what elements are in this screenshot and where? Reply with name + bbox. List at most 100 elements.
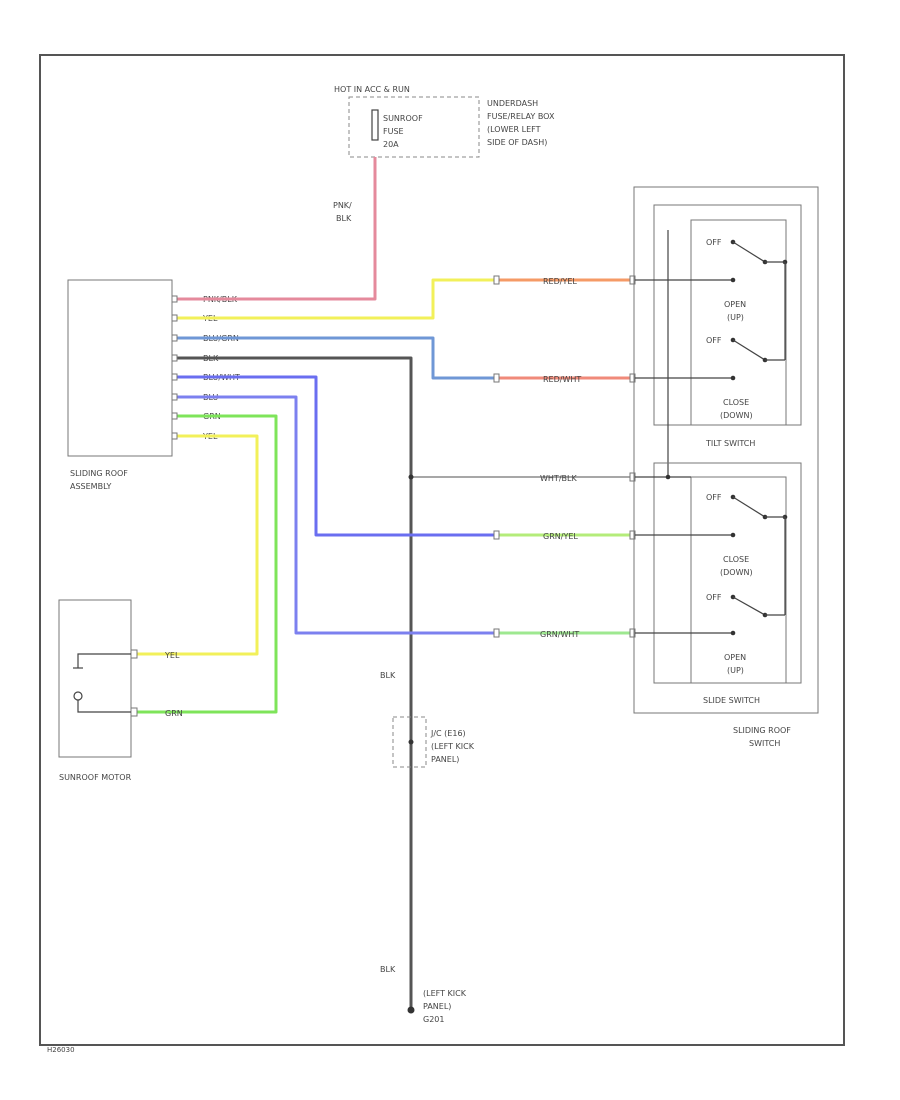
figure-id: H26030 xyxy=(47,1046,75,1054)
slide-contact xyxy=(730,532,736,538)
wire-label-wht-blk: WHT/BLK xyxy=(540,474,577,483)
wire-grn xyxy=(137,414,278,714)
slide-close-2: (DOWN) xyxy=(720,568,753,577)
connector-pin xyxy=(171,334,178,342)
wire-blk xyxy=(176,356,413,1010)
fuse-location-3: (LOWER LEFT xyxy=(487,125,541,134)
wire-pnk-blk xyxy=(176,157,377,301)
motor-box xyxy=(58,599,132,758)
wire-label-blk-lower: BLK xyxy=(380,965,396,974)
sliding-roof-assembly: SLIDING ROOF ASSEMBLY PNK/BLK YEL BLU/GR… xyxy=(67,279,240,491)
wires xyxy=(137,157,630,1010)
tilt-switch-name: TILT SWITCH xyxy=(705,439,755,448)
tilt-switch-inner xyxy=(690,219,787,426)
wire-blu xyxy=(176,395,495,635)
wire-label-grn-yel: GRN/YEL xyxy=(543,532,578,541)
fuse-wire-label-2: BLK xyxy=(336,214,352,223)
inline-connectors xyxy=(493,275,636,638)
assembly-box xyxy=(67,279,173,457)
motor-connector xyxy=(130,649,138,659)
wire-label-red-yel: RED/YEL xyxy=(543,277,577,286)
tilt-contact xyxy=(730,277,736,283)
tilt-off-1: OFF xyxy=(706,238,722,247)
wire-yel-upper xyxy=(176,278,495,320)
tilt-close-1: CLOSE xyxy=(723,398,749,407)
wire-label-blk-upper: BLK xyxy=(380,671,396,680)
fuse-label-3: 20A xyxy=(383,140,399,149)
fuse-label-2: FUSE xyxy=(383,127,404,136)
sliding-roof-switch: SLIDING ROOF SWITCH TILT SWITCH OFF OPEN… xyxy=(633,186,819,748)
connector-pin xyxy=(171,295,178,303)
assembly-connectors xyxy=(171,295,178,440)
tilt-close-2: (DOWN) xyxy=(720,411,753,420)
wire-label-grn-wht: GRN/WHT xyxy=(540,630,579,639)
slide-splice xyxy=(665,474,671,480)
motor-symbol xyxy=(73,691,83,701)
wire-blu-grn xyxy=(176,336,495,380)
roof-switch-outer xyxy=(633,186,819,714)
junction-label-1: J/C (E16) xyxy=(430,729,466,738)
inline-connector xyxy=(493,628,500,638)
tilt-off-2: OFF xyxy=(706,336,722,345)
ground-label-1: (LEFT KICK xyxy=(423,989,467,998)
junction-outline xyxy=(392,716,427,768)
fuse-label-1: SUNROOF xyxy=(383,114,423,123)
tilt-open-1: OPEN xyxy=(724,300,746,309)
tilt-blade-1 xyxy=(732,241,766,263)
motor-wire-label-grn: GRN xyxy=(165,709,183,718)
tilt-switch: TILT SWITCH OFF OPEN (UP) OFF CLOSE (DOW… xyxy=(635,204,802,477)
slide-blade-2 xyxy=(732,596,766,616)
roof-switch-name-2: SWITCH xyxy=(749,739,780,748)
inline-connector xyxy=(493,530,500,540)
splice-point xyxy=(408,474,414,480)
fuse-location-2: FUSE/RELAY BOX xyxy=(487,112,555,121)
connector-pin xyxy=(171,412,178,420)
sunroof-motor: SUNROOF MOTOR YEL GRN xyxy=(58,599,183,782)
slide-off-2: OFF xyxy=(706,593,722,602)
assembly-name-2: ASSEMBLY xyxy=(70,482,111,491)
motor-connector xyxy=(130,707,138,717)
connector-pin xyxy=(171,393,178,401)
connector-pin xyxy=(171,314,178,322)
inline-connector xyxy=(493,373,500,383)
fuse-symbol xyxy=(371,109,379,141)
fuse-location-1: UNDERDASH xyxy=(487,99,538,108)
tilt-contact xyxy=(730,375,736,381)
slide-close-1: CLOSE xyxy=(723,555,749,564)
connector-pin xyxy=(171,432,178,440)
wire-blu-wht xyxy=(176,375,495,537)
fuse-wire-label-1: PNK/ xyxy=(333,201,352,210)
junction-label-3: PANEL) xyxy=(431,755,459,764)
ground-label-2: PANEL) xyxy=(423,1002,451,1011)
tilt-blade-2 xyxy=(732,339,766,361)
junction-connector: J/C (E16) (LEFT KICK PANEL) xyxy=(392,716,475,768)
assembly-name-1: SLIDING ROOF xyxy=(70,469,128,478)
slide-switch-inner xyxy=(690,476,787,684)
fuse-box: HOT IN ACC & RUN SUNROOF FUSE 20A UNDERD… xyxy=(334,85,555,158)
diagram-frame xyxy=(39,54,845,1046)
slide-blade-1 xyxy=(732,496,766,518)
slide-off-1: OFF xyxy=(706,493,722,502)
wire-yel-lower xyxy=(137,434,259,656)
roof-switch-name-1: SLIDING ROOF xyxy=(733,726,791,735)
slide-switch-name: SLIDE SWITCH xyxy=(703,696,760,705)
connector-pin xyxy=(171,354,178,362)
tilt-open-2: (UP) xyxy=(727,313,744,322)
slide-contact xyxy=(730,630,736,636)
motor-name: SUNROOF MOTOR xyxy=(59,773,132,782)
fuse-box-header: HOT IN ACC & RUN xyxy=(334,85,410,94)
motor-terminal-upper xyxy=(77,653,131,668)
motor-terminal-lower xyxy=(77,700,131,713)
ground-label-3: G201 xyxy=(423,1015,444,1024)
inline-connector xyxy=(493,275,500,285)
ground-icon xyxy=(407,1006,415,1014)
slide-switch: SLIDE SWITCH OFF CLOSE (DOWN) OFF OPEN (… xyxy=(635,462,802,705)
connector-pin xyxy=(171,373,178,381)
fuse-location-4: SIDE OF DASH) xyxy=(487,138,547,147)
junction-label-2: (LEFT KICK xyxy=(431,742,475,751)
wire-label-red-wht: RED/WHT xyxy=(543,375,581,384)
ground-point: (LEFT KICK PANEL) G201 xyxy=(407,989,467,1024)
motor-wire-label-yel: YEL xyxy=(164,651,180,660)
slide-open-2: (UP) xyxy=(727,666,744,675)
